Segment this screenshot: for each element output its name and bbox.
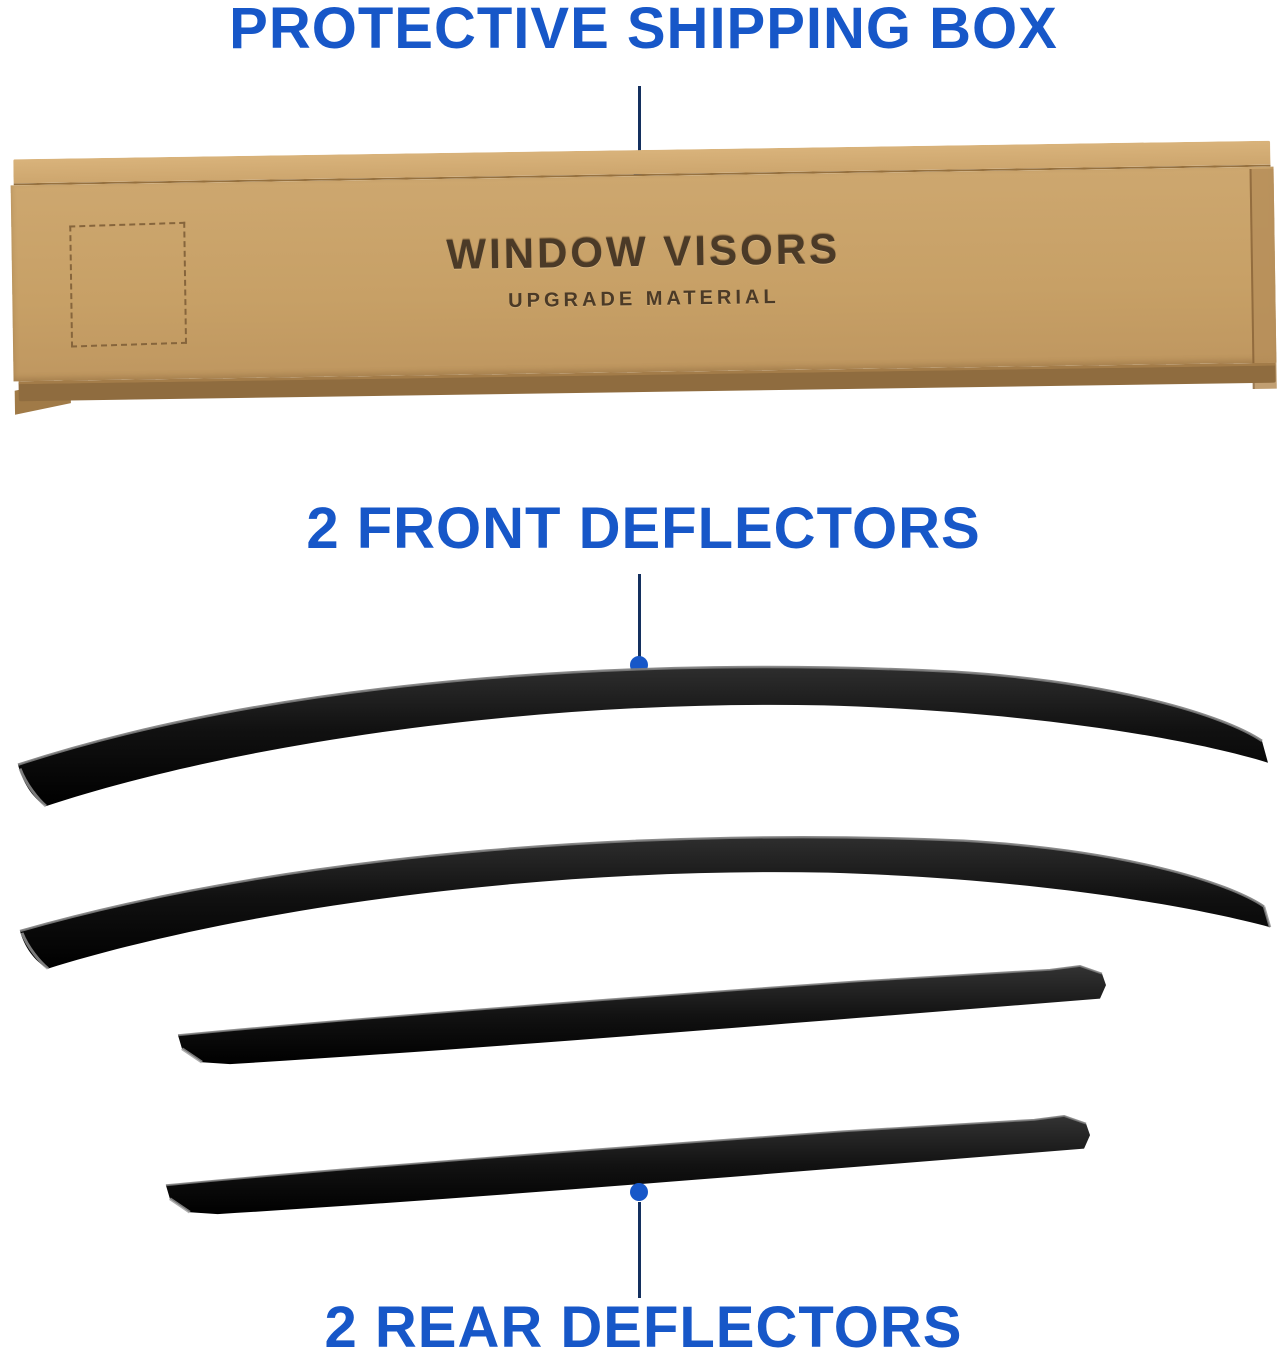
front-deflectors-label: 2 FRONT DEFLECTORS [306,496,981,561]
box-brand-title: WINDOW VISORS [446,225,841,278]
box-right-edge [1249,168,1277,389]
rear-deflectors-dot-icon [630,1183,648,1201]
rear-deflectors-label: 2 REAR DEFLECTORS [324,1295,963,1358]
rear-deflector-1 [177,964,1106,1065]
front-deflector-2 [19,836,1272,970]
shipping-box: WINDOW VISORS UPGRADE MATERIAL [10,140,1277,415]
shipping-box-label: PROTECTIVE SHIPPING BOX [229,0,1058,61]
box-brand: WINDOW VISORS UPGRADE MATERIAL [11,219,1275,321]
rear-deflector-2 [165,1114,1091,1215]
front-deflectors-leader-line [638,574,641,658]
box-brand-subtitle: UPGRADE MATERIAL [508,285,780,313]
shipping-box-leader-line [638,86,641,158]
front-deflector-1 [17,665,1268,808]
box-front-face: WINDOW VISORS UPGRADE MATERIAL [10,166,1277,389]
rear-deflectors-leader-line [638,1202,641,1298]
